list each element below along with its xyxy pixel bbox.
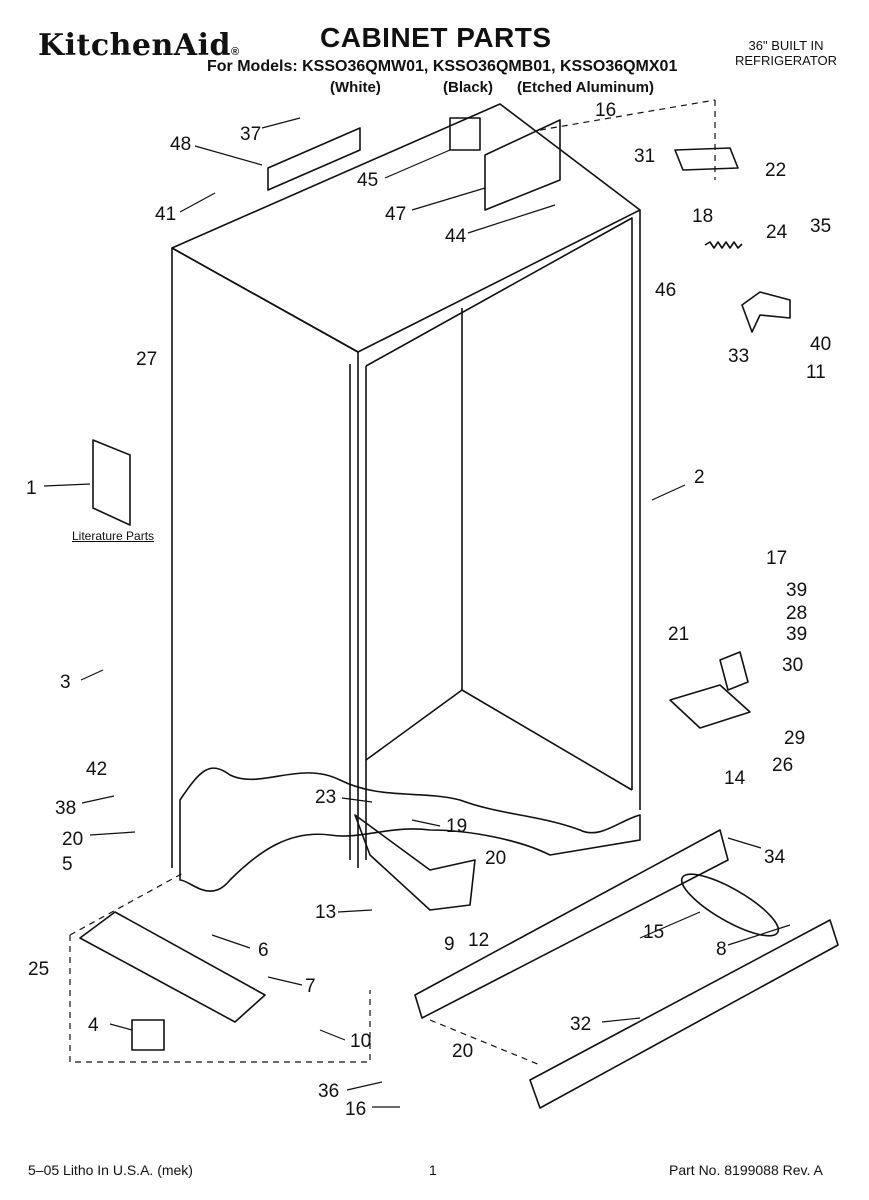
callout-8: 8: [716, 939, 727, 960]
hinge-bracket-21: [719, 651, 749, 691]
upper-bracket-48: [267, 127, 361, 191]
callout-29: 29: [784, 728, 805, 749]
hinge-bracket-33: [741, 291, 791, 333]
callout-33: 33: [728, 346, 749, 367]
caster-4: [131, 1019, 165, 1051]
callout-20-bottom: 20: [452, 1041, 473, 1062]
toe-grille-32: [529, 919, 839, 1109]
spring-24: [704, 241, 743, 249]
callout-16-bottom: 16: [345, 1099, 366, 1120]
footer-print-info: 5–05 Litho In U.S.A. (mek): [28, 1162, 193, 1178]
callout-21: 21: [668, 624, 689, 645]
callout-34: 34: [764, 847, 786, 868]
callout-45: 45: [357, 170, 378, 191]
callout-16-top: 16: [595, 100, 616, 121]
duct-12: [354, 814, 476, 911]
callout-47: 47: [385, 204, 406, 225]
callout-22: 22: [765, 160, 786, 181]
callout-44: 44: [445, 226, 467, 247]
callout-27: 27: [136, 349, 157, 370]
base-dashed-box: [69, 935, 371, 1063]
variant-white: (White): [330, 79, 381, 96]
callout-17: 17: [766, 548, 787, 569]
callout-48: 48: [170, 134, 191, 155]
registered-mark: ®: [230, 46, 240, 58]
callout-18: 18: [692, 206, 713, 227]
callout-9: 9: [444, 934, 455, 955]
callout-1: 1: [26, 478, 37, 499]
callout-42: 42: [86, 759, 107, 780]
callout-36: 36: [318, 1081, 339, 1102]
callout-13: 13: [315, 902, 336, 923]
callout-39-lower: 39: [786, 624, 807, 645]
callout-46: 46: [655, 280, 676, 301]
callout-30: 30: [782, 655, 803, 676]
footer-page-number: 1: [429, 1162, 437, 1178]
callout-28: 28: [786, 603, 807, 624]
page-title: CABINET PARTS: [320, 22, 552, 53]
callout-31: 31: [634, 146, 655, 167]
cylinder-15: [680, 873, 780, 937]
callout-24: 24: [766, 222, 788, 243]
footer-part-number: Part No. 8199088 Rev. A: [669, 1162, 823, 1178]
base-rail-5: [79, 911, 266, 1023]
callout-26: 26: [772, 755, 793, 776]
callout-15: 15: [643, 922, 664, 943]
callout-2: 2: [694, 467, 705, 488]
callout-25: 25: [28, 959, 49, 980]
hinge-plate-18: [674, 147, 739, 171]
lower-hinge-29: [669, 684, 751, 729]
switch-45: [449, 117, 481, 151]
callout-19: 19: [446, 816, 467, 837]
product-type-line2: REFRIGERATOR: [734, 53, 838, 68]
cabinet-cutaway-edge: [179, 767, 641, 892]
model-list: For Models: KSSO36QMW01, KSSO36QMB01, KS…: [207, 58, 678, 75]
callout-40: 40: [810, 334, 831, 355]
callout-14: 14: [724, 768, 746, 789]
product-type-line1: 36" BUILT IN: [748, 38, 824, 53]
callout-23: 23: [315, 787, 336, 808]
variant-black: (Black): [443, 79, 494, 96]
callout-11: 11: [806, 362, 826, 383]
callout-37: 37: [240, 124, 261, 145]
callout-4: 4: [88, 1015, 99, 1036]
product-type: 36" BUILT IN REFRIGERATOR: [726, 38, 846, 68]
callout-41: 41: [155, 204, 176, 225]
callout-numbers: 16 37 48 45 31 22 41 47 44 18 24 35 46 2…: [26, 100, 831, 1120]
callout-35: 35: [810, 216, 831, 237]
callout-5: 5: [62, 854, 73, 875]
cabinet-shell: [171, 103, 641, 868]
literature-parts-label: Literature Parts: [72, 529, 155, 543]
mount-bracket-47: [484, 119, 561, 211]
callout-12: 12: [468, 930, 489, 951]
literature-booklet: [92, 439, 131, 526]
callout-20-middle: 20: [485, 848, 506, 869]
callout-7: 7: [305, 976, 316, 997]
callout-38: 38: [55, 798, 76, 819]
callout-6: 6: [258, 940, 269, 961]
grille-34: [414, 829, 729, 1019]
brand-logo: KitchenAid®: [38, 28, 240, 63]
callout-3: 3: [60, 672, 71, 693]
callout-20-left: 20: [62, 829, 83, 850]
variant-etched-aluminum: (Etched Aluminum): [517, 79, 654, 96]
callout-32: 32: [570, 1014, 591, 1035]
callout-10: 10: [350, 1031, 371, 1052]
callout-39-upper: 39: [786, 580, 807, 601]
